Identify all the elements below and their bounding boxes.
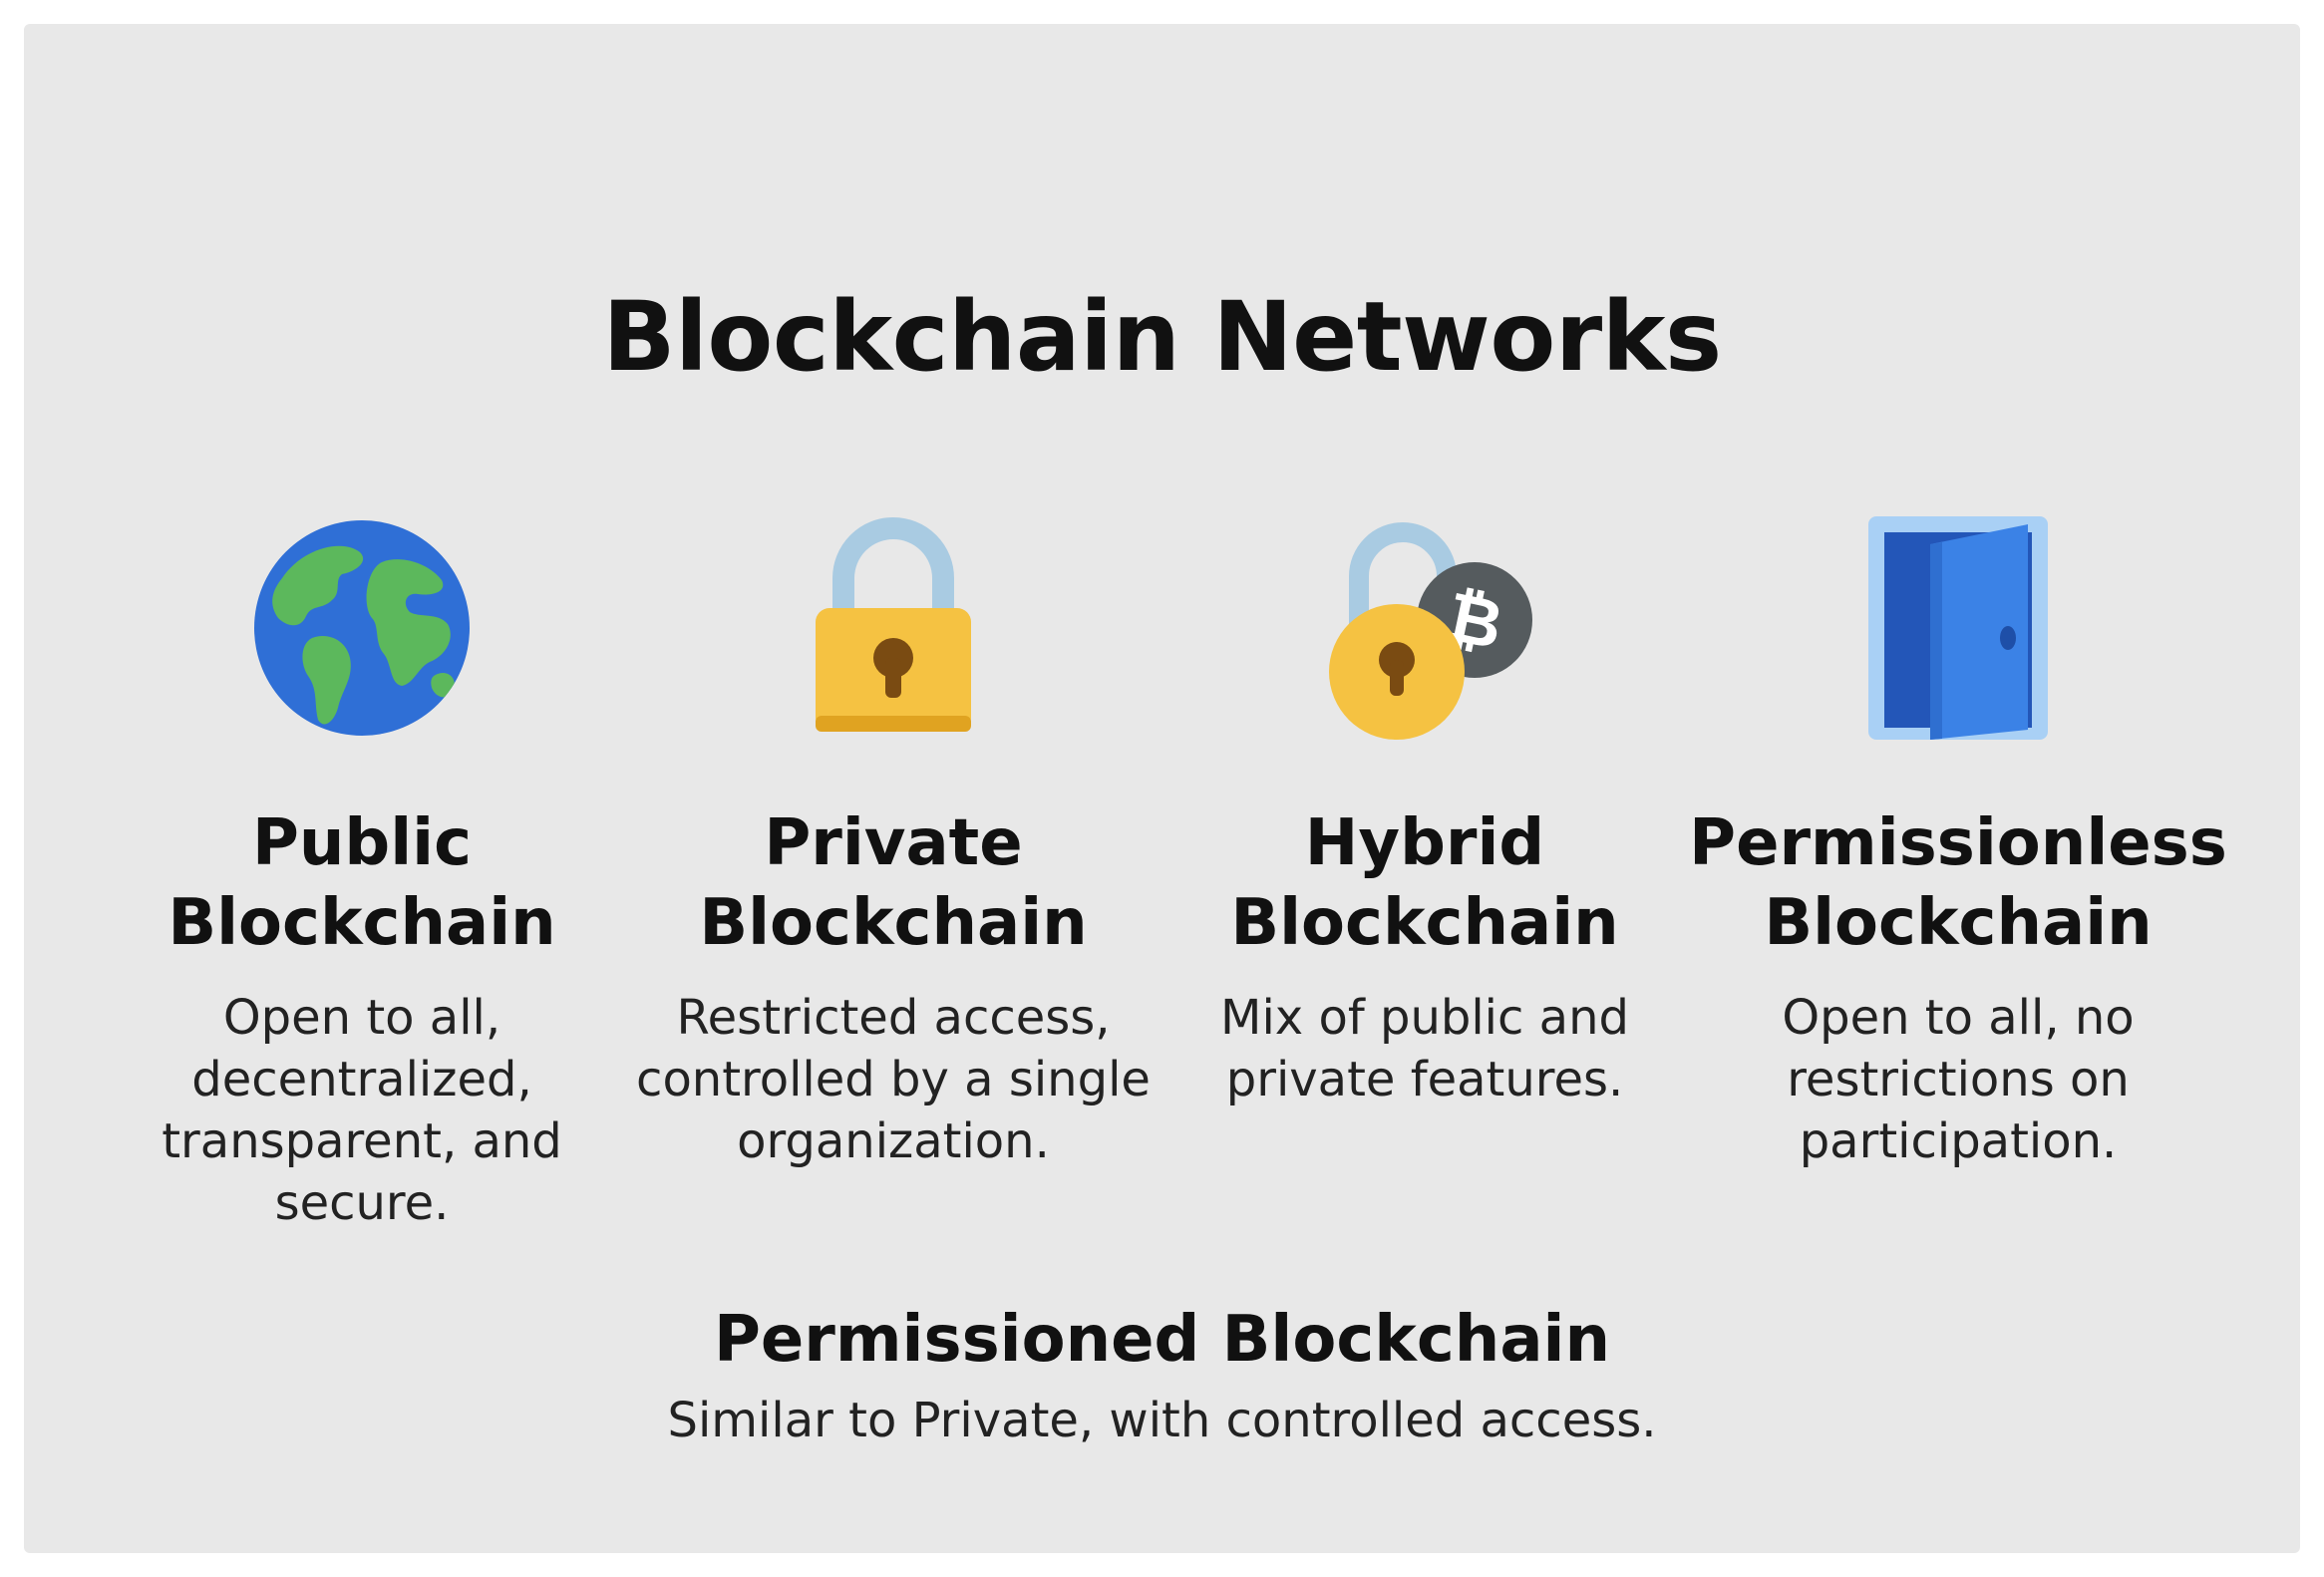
page-title: Blockchain Networks bbox=[602, 281, 1722, 393]
card-description: Open to all, no restrictions on particip… bbox=[1782, 990, 2135, 1169]
card-title: Hybrid Blockchain bbox=[1230, 806, 1619, 960]
padlock-bitcoin-icon: ₿ bbox=[1305, 508, 1544, 748]
card-public-blockchain: Public Blockchain Open to all, decentral… bbox=[83, 508, 641, 1234]
card-description: Mix of public and private features. bbox=[1220, 990, 1629, 1107]
card-hybrid-blockchain: ₿ Hybrid Blockchain Mix of public and pr… bbox=[1146, 508, 1704, 1110]
card-description: Open to all, decentralized, transparent,… bbox=[162, 990, 562, 1231]
card-title: Permissioned Blockchain bbox=[713, 1303, 1611, 1377]
card-title: Private Blockchain bbox=[699, 806, 1088, 960]
card-title: Public Blockchain bbox=[167, 806, 556, 960]
card-private-blockchain: Private Blockchain Restricted access, co… bbox=[614, 508, 1172, 1172]
card-description: Restricted access, controlled by a singl… bbox=[636, 990, 1151, 1169]
padlock-icon bbox=[774, 508, 1013, 748]
diagram-panel: Blockchain Networks Public Blockchain Op… bbox=[24, 24, 2300, 1553]
card-description: Similar to Private, with controlled acce… bbox=[667, 1393, 1657, 1448]
globe-icon bbox=[242, 508, 482, 748]
card-permissioned-blockchain: Permissioned Blockchain Similar to Priva… bbox=[24, 1300, 2300, 1451]
card-title: Permissionless Blockchain bbox=[1689, 806, 2227, 960]
open-door-icon bbox=[1838, 508, 2078, 748]
card-permissionless-blockchain: Permissionless Blockchain Open to all, n… bbox=[1679, 508, 2237, 1172]
